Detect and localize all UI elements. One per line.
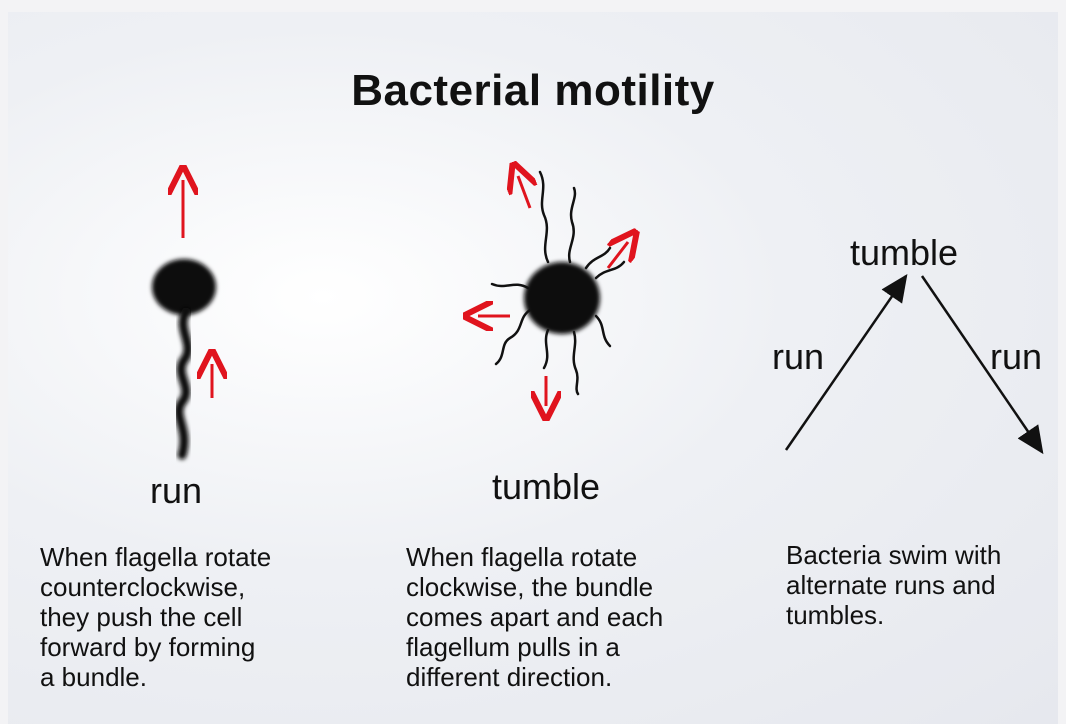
tumble-arrow-up-right: [608, 242, 628, 268]
cycle-description: Bacteria swim with alternate runs and tu…: [786, 540, 1001, 630]
tumble-description: When flagella rotate clockwise, the bund…: [406, 542, 663, 692]
run-bacterium-cell: [152, 259, 216, 455]
diagram-run-left-label: run: [772, 336, 824, 378]
run-description: When flagella rotate counterclockwise, t…: [40, 542, 271, 692]
tumble-label: tumble: [492, 466, 600, 508]
tumble-arrow-up-left: [518, 176, 530, 208]
tumble-bacterium-cell: [492, 172, 624, 394]
diagram-run-right-label: run: [990, 336, 1042, 378]
diagram-tumble-label: tumble: [850, 232, 958, 274]
run-label: run: [150, 470, 202, 512]
